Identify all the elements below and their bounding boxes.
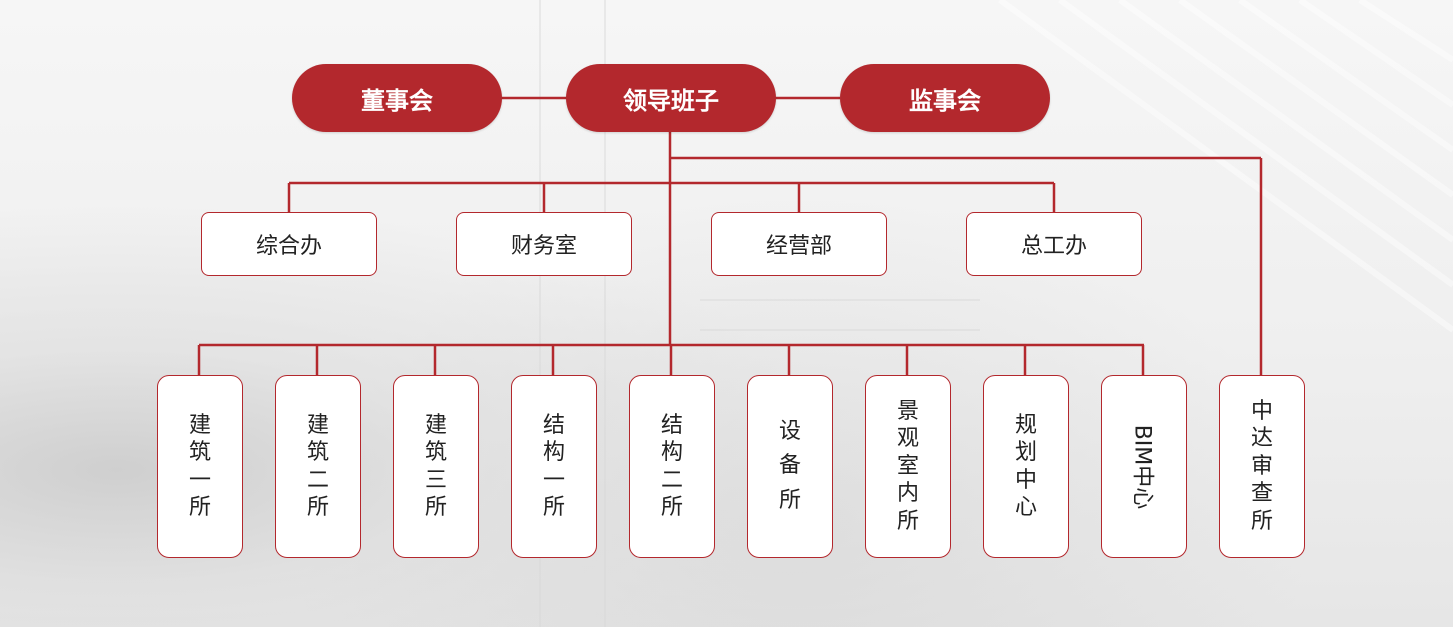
dept-label: 财务室 (511, 228, 577, 260)
unit-label: 结构二所 (660, 412, 684, 522)
unit-label: 结构一所 (542, 412, 566, 522)
unit-label: BIM中心 (1128, 424, 1160, 509)
unit-label: 建筑一所 (188, 412, 212, 522)
leadership-label: 领导班子 (623, 81, 719, 116)
supervisory-board-box: 监事会 (840, 64, 1050, 132)
dept-chief-engineer: 总工办 (966, 212, 1142, 276)
unit-structure-1: 结构一所 (511, 375, 597, 558)
dept-label: 总工办 (1021, 228, 1087, 260)
unit-planning-center: 规划中心 (983, 375, 1069, 558)
supervisory-board-label: 监事会 (909, 81, 981, 116)
unit-architecture-3: 建筑三所 (393, 375, 479, 558)
unit-label: 景观室内所 (896, 398, 920, 536)
dept-label: 综合办 (256, 228, 322, 260)
unit-review-office: 中达审查所 (1219, 375, 1305, 558)
leadership-box: 领导班子 (566, 64, 776, 132)
dept-business: 经营部 (711, 212, 887, 276)
dept-label: 经营部 (766, 228, 832, 260)
unit-landscape-interior: 景观室内所 (865, 375, 951, 558)
board-of-directors-box: 董事会 (292, 64, 502, 132)
unit-label: 设备所 (778, 415, 802, 517)
unit-bim-center: BIM中心 (1101, 375, 1187, 558)
board-of-directors-label: 董事会 (361, 81, 433, 116)
unit-label: 建筑三所 (424, 412, 448, 522)
unit-label: 规划中心 (1014, 412, 1038, 522)
unit-architecture-1: 建筑一所 (157, 375, 243, 558)
dept-general-office: 综合办 (201, 212, 377, 276)
unit-label: 建筑二所 (306, 412, 330, 522)
dept-finance: 财务室 (456, 212, 632, 276)
unit-label: 中达审查所 (1250, 398, 1274, 536)
unit-architecture-2: 建筑二所 (275, 375, 361, 558)
unit-structure-2: 结构二所 (629, 375, 715, 558)
unit-equipment: 设备所 (747, 375, 833, 558)
